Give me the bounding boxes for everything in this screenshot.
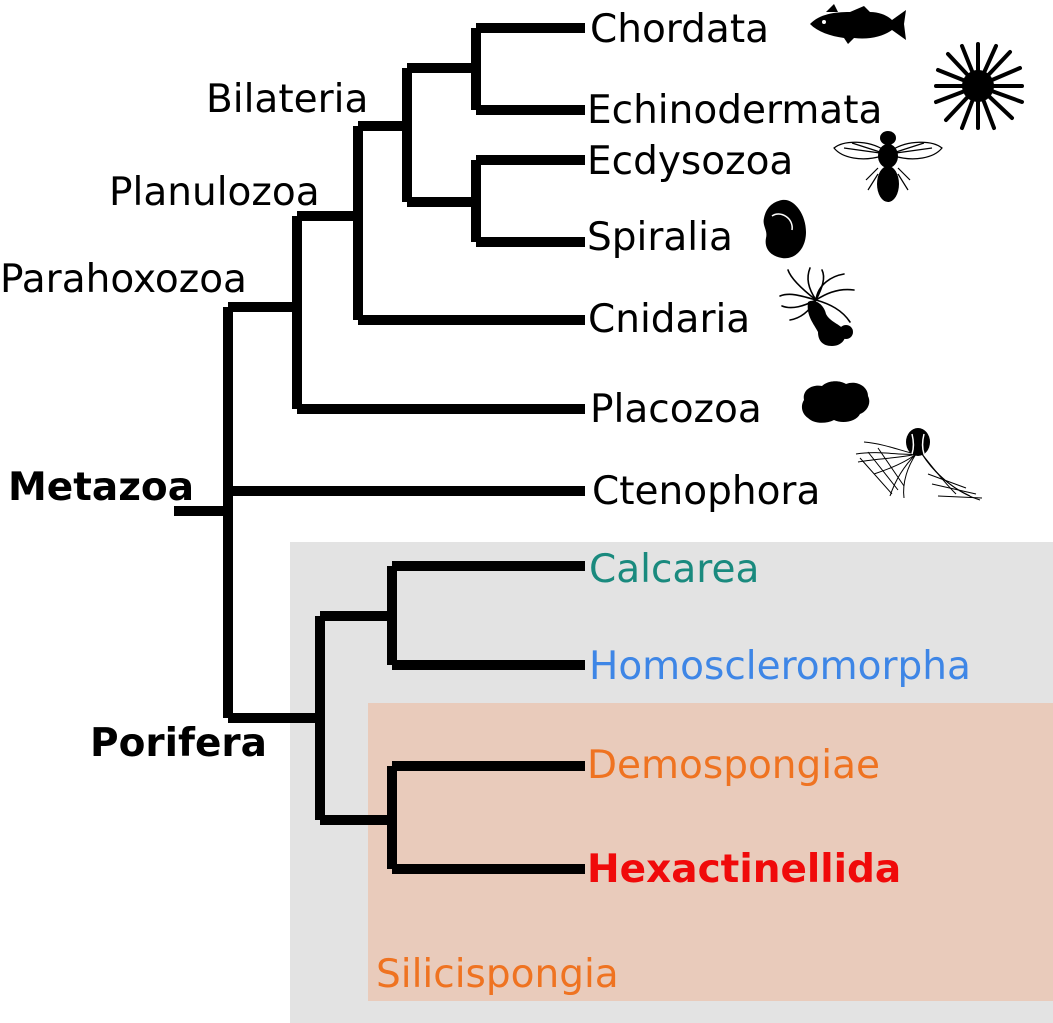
taxon-label-chordata: Chordata — [590, 7, 770, 52]
clade-label-silicispongia: Silicispongia — [376, 952, 619, 997]
taxon-label-placozoa: Placozoa — [590, 387, 762, 432]
taxon-label-echinodermata: Echinodermata — [587, 88, 883, 133]
snail-silhouette-icon — [763, 199, 806, 259]
clade-label-metazoa: Metazoa — [8, 465, 195, 510]
fish-silhouette-icon — [810, 4, 906, 44]
taxon-label-cnidaria: Cnidaria — [588, 297, 751, 342]
taxon-label-homoscleromorpha: Homoscleromorpha — [589, 644, 971, 689]
clade-label-bilateria: Bilateria — [206, 77, 369, 122]
taxon-label-spiralia: Spiralia — [587, 215, 733, 260]
clade-label-porifera: Porifera — [90, 721, 267, 766]
clade-label-parahoxozoa: Parahoxozoa — [0, 257, 247, 302]
comb-jelly-silhouette-icon — [855, 428, 983, 501]
taxon-label-ecdysozoa: Ecdysozoa — [587, 139, 794, 184]
taxon-label-ctenophora: Ctenophora — [592, 469, 821, 514]
placozoan-silhouette-icon — [801, 381, 870, 423]
taxon-label-demospongiae: Demospongiae — [587, 743, 881, 788]
fly-silhouette-icon — [833, 131, 943, 202]
polyp-silhouette-icon — [779, 267, 855, 346]
silicispongia-shading — [368, 703, 1053, 1001]
clade-label-planulozoa: Planulozoa — [109, 170, 320, 215]
sea-urchin-silhouette-icon — [934, 42, 1024, 130]
taxon-label-hexactinellida: Hexactinellida — [587, 847, 902, 892]
taxon-label-calcarea: Calcarea — [589, 547, 760, 592]
